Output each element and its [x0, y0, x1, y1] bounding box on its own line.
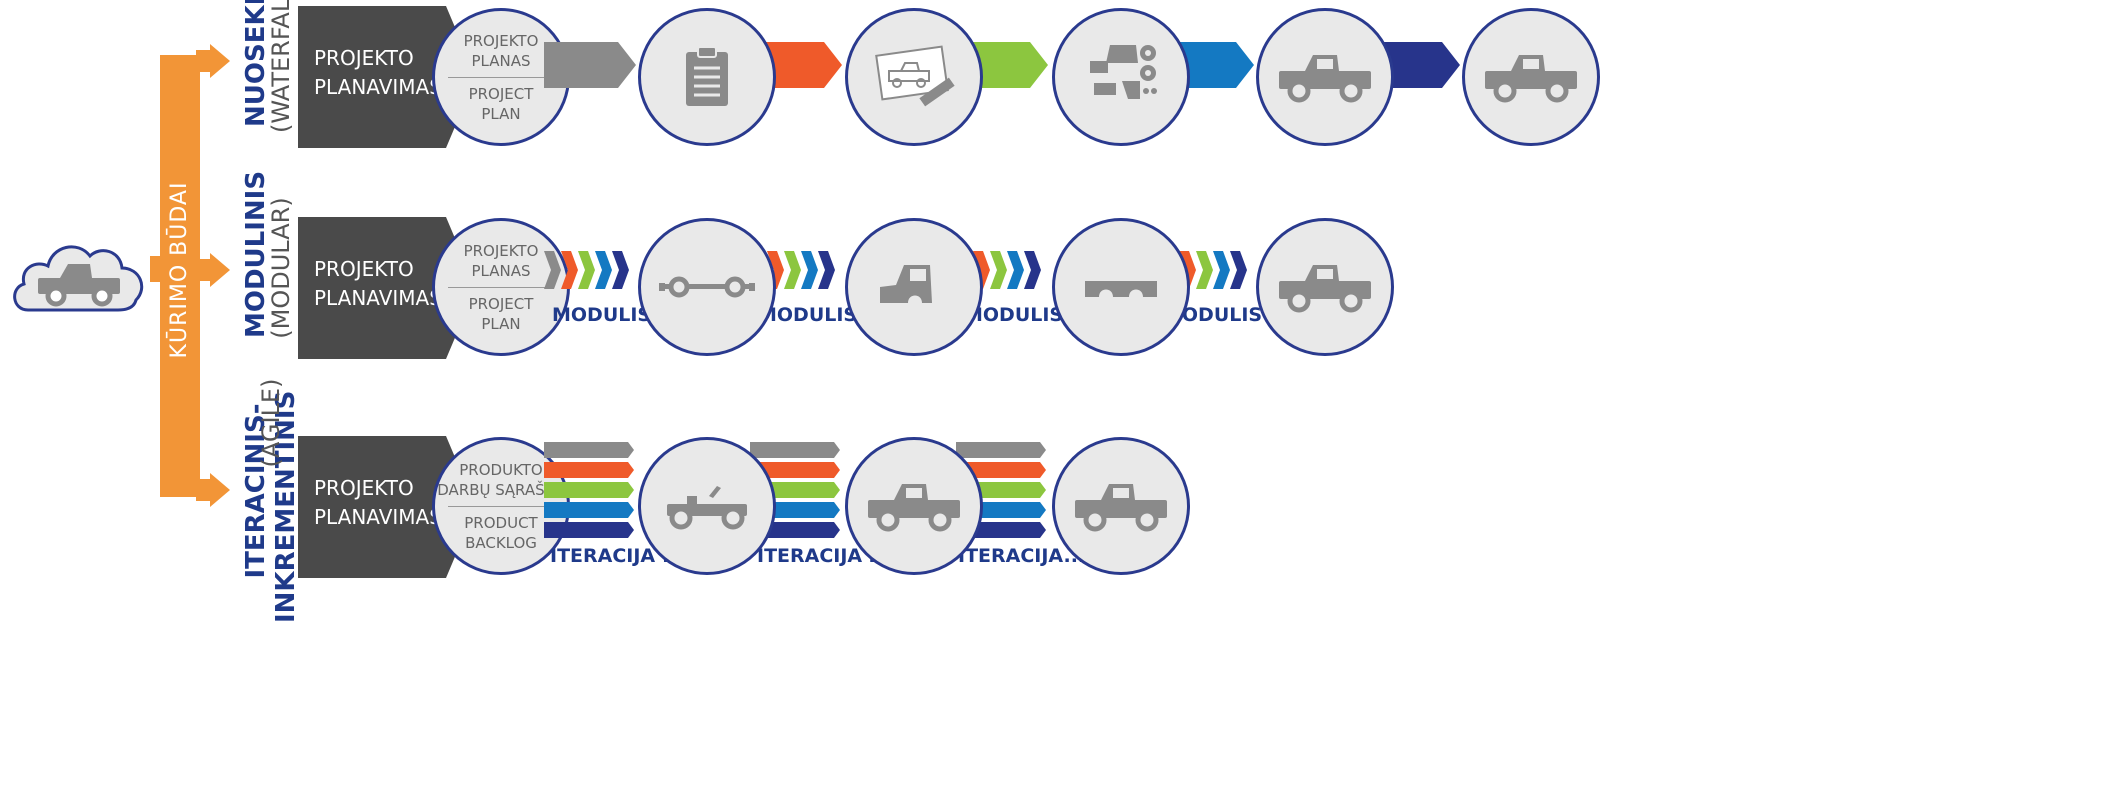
circle-top-1: PROJEKTO — [463, 31, 539, 50]
clipboard-icon — [638, 8, 776, 146]
truck-icon — [1052, 437, 1190, 575]
agile-plan-box: PROJEKTO PLANAVIMAS — [298, 436, 476, 578]
circle-top-2: PLANAS — [471, 51, 531, 70]
branch-label: KŪRIMO BŪDAI — [167, 181, 192, 359]
chassis-icon — [638, 218, 776, 356]
module-steps-1 — [544, 251, 629, 289]
circle-bottom-1: PROJECT — [468, 84, 534, 103]
blueprint-icon — [845, 8, 983, 146]
circle-top-1: PROJEKTO — [463, 241, 539, 260]
agile-backlog-circle: PRODUKTO DARBŲ SĄRAŠAS PRODUCT BACKLOG — [432, 437, 570, 575]
plan-box-line1: PROJEKTO — [314, 46, 414, 70]
cloud-truck-icon — [8, 228, 150, 314]
circle-top-2: PLANAS — [471, 261, 531, 280]
module-steps-2 — [750, 251, 835, 289]
truck-icon — [845, 437, 983, 575]
truck-icon — [1462, 8, 1600, 146]
circle-bottom-1: PRODUCT — [464, 513, 538, 532]
branch-connector — [0, 0, 260, 788]
iteration-bars-1 — [544, 442, 634, 538]
agile-subtitle: (AGILE) — [257, 378, 285, 468]
circle-bottom-2: PLAN — [481, 314, 521, 333]
plan-box-line2: PLANAVIMAS — [314, 505, 442, 529]
parts-icon — [1052, 8, 1190, 146]
iteration-label-3: ITERACIJA...n — [958, 545, 1099, 567]
truck-icon — [1256, 8, 1394, 146]
module-label-2: MODULIS 2 — [758, 304, 877, 326]
circle-bottom-1: PROJECT — [468, 294, 534, 313]
circle-top-1: PRODUKTO — [459, 460, 543, 479]
buggy-icon — [638, 437, 776, 575]
iteration-label-1: ITERACIJA 1 — [550, 545, 675, 567]
plan-box-line1: PROJEKTO — [314, 476, 414, 500]
plan-box-line2: PLANAVIMAS — [314, 75, 442, 99]
circle-bottom-2: BACKLOG — [465, 533, 537, 552]
plan-box-line1: PROJEKTO — [314, 257, 414, 281]
module-label-3: MODULIS 3 — [964, 304, 1083, 326]
waterfall-plan-box: PROJEKTO PLANAVIMAS — [298, 6, 476, 148]
fender-icon — [1052, 218, 1190, 356]
waterfall-subtitle: (WATERFALL) — [267, 0, 295, 133]
iteration-label-2: ITERACIJA 2 — [757, 545, 882, 567]
truck-icon — [1256, 218, 1394, 356]
waterfall-arrow-gray — [544, 42, 636, 88]
circle-bottom-2: PLAN — [481, 104, 521, 123]
cab-icon — [845, 218, 983, 356]
plan-box-line2: PLANAVIMAS — [314, 286, 442, 310]
circle-top-2: DARBŲ SĄRAŠAS — [437, 480, 565, 499]
modular-subtitle: (MODULAR) — [267, 197, 295, 339]
